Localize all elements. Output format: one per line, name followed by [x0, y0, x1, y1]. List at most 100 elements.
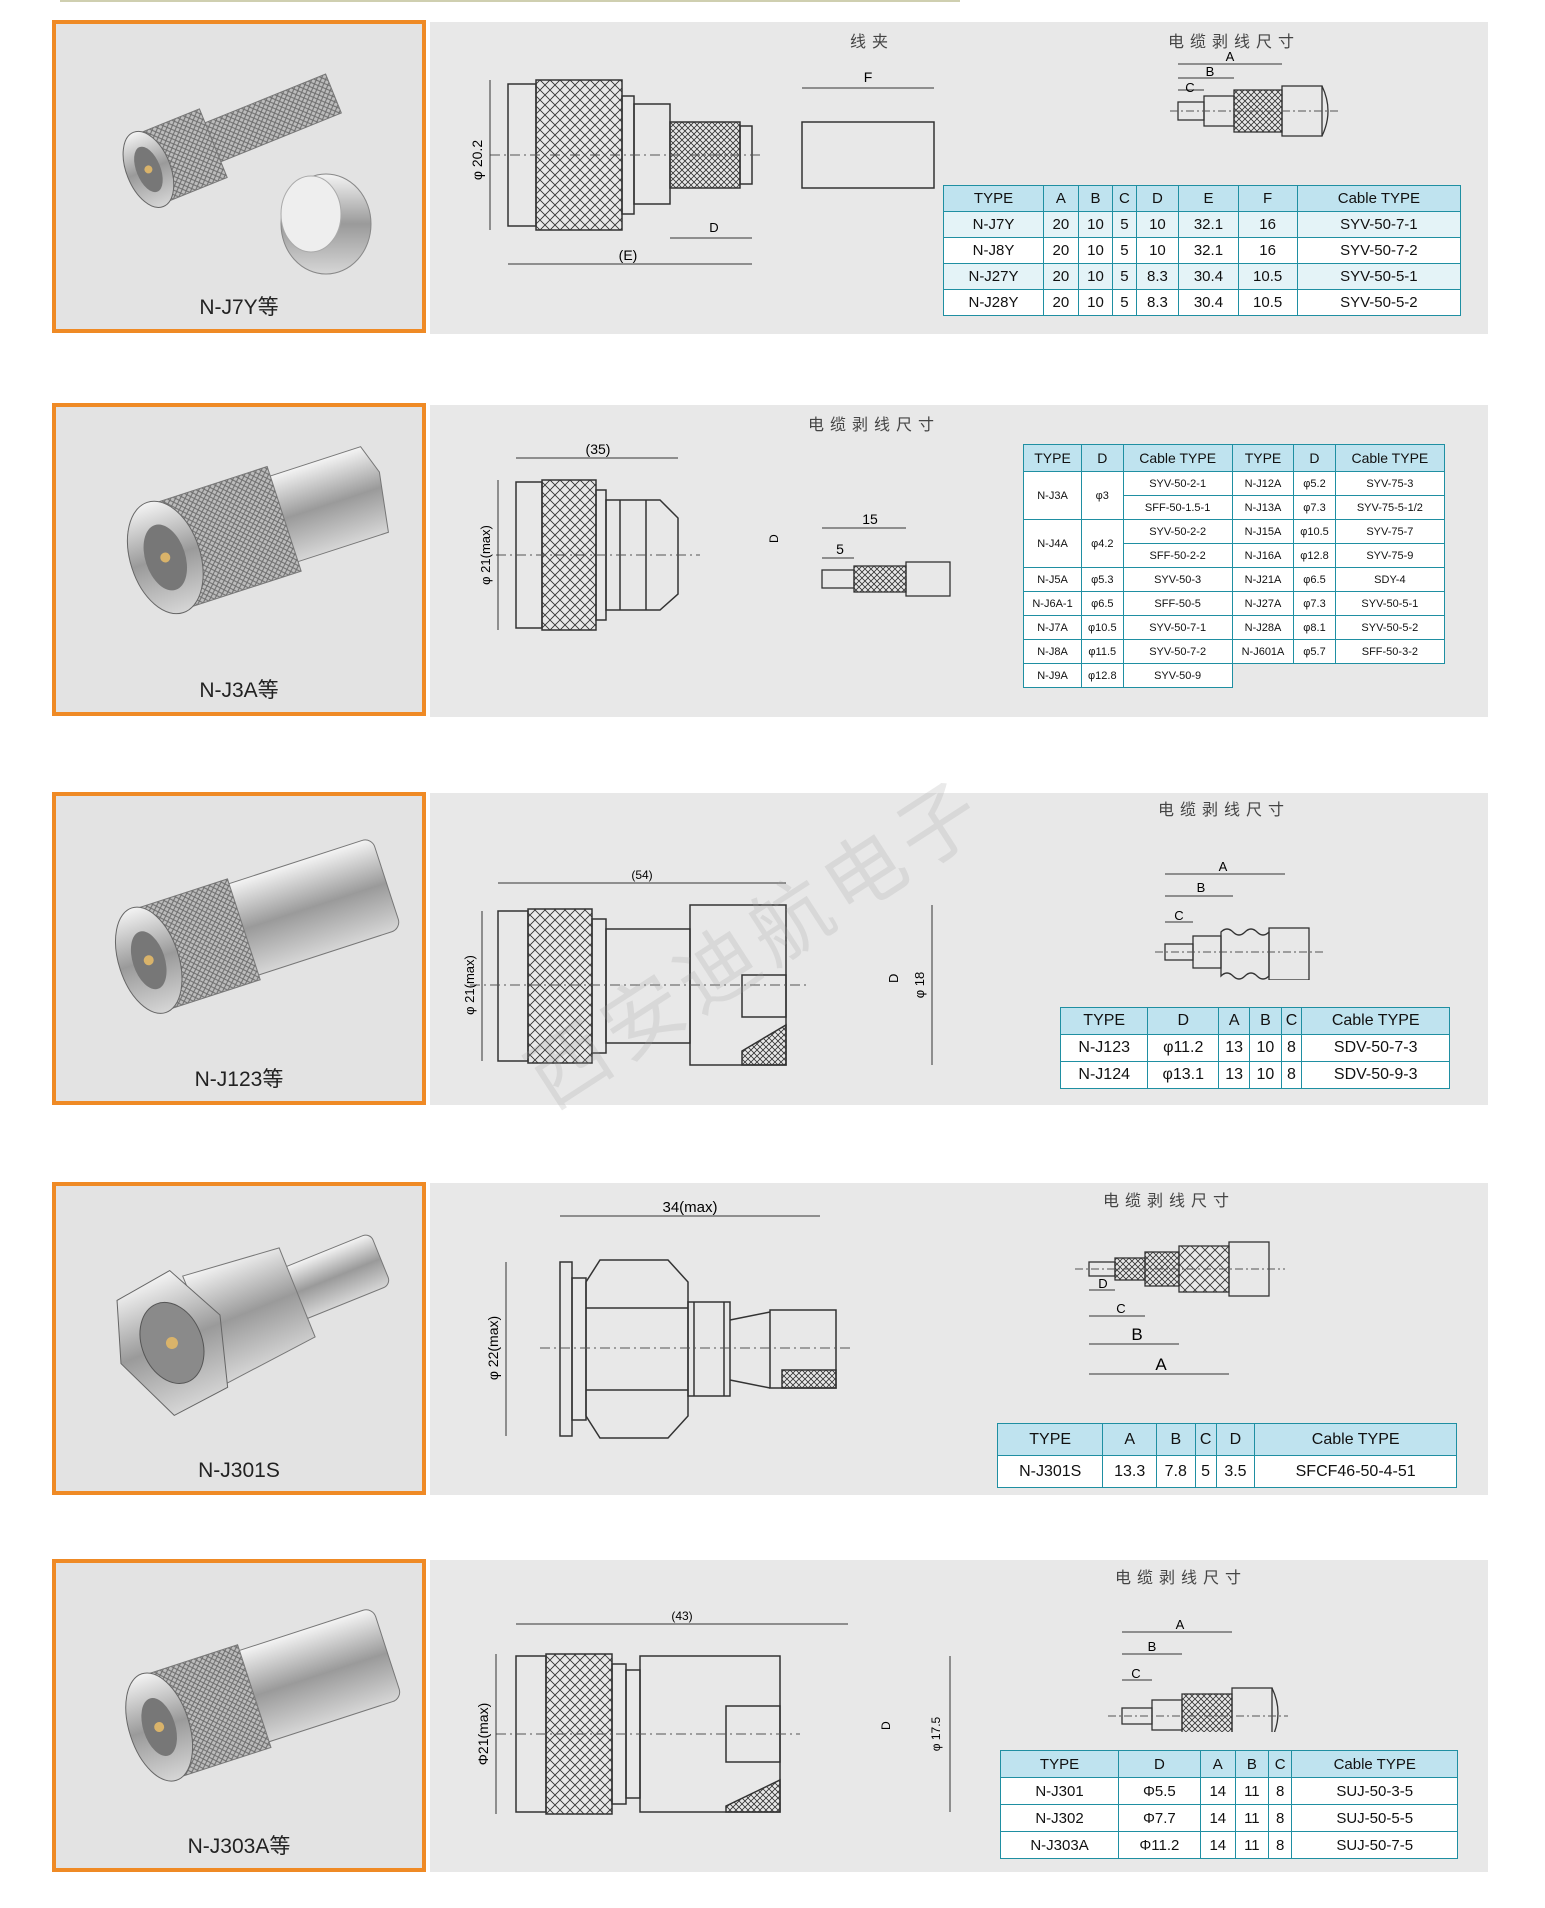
- table-cell: N-J9A: [1022, 663, 1083, 688]
- section1-strip-drawing: A B C: [1170, 50, 1340, 137]
- dim-d: D: [879, 1721, 893, 1730]
- table-header-cell: B: [1234, 1750, 1269, 1778]
- table-header-cell: Cable TYPE: [1291, 1750, 1458, 1778]
- table-header-cell: D: [1081, 444, 1124, 472]
- table-cell: 8: [1267, 1831, 1293, 1859]
- table-header-cell: Cable TYPE: [1334, 444, 1446, 472]
- dim-dia: φ 21(max): [462, 955, 477, 1015]
- table-cell: 10: [1077, 211, 1114, 238]
- strip-a: A: [1226, 50, 1235, 64]
- strip-a: A: [1155, 1355, 1167, 1374]
- table-cell: 32.1: [1178, 237, 1239, 264]
- table-cell: SYV-75-3: [1334, 471, 1446, 496]
- table-cell: SFF-50-2-2: [1122, 543, 1233, 568]
- table-cell: N-J21A: [1231, 567, 1295, 592]
- strip-b: B: [1197, 880, 1206, 895]
- table-cell: SYV-50-7-1: [1296, 211, 1462, 238]
- table-cell: φ5.7: [1293, 639, 1336, 664]
- strip-a: A: [1219, 860, 1228, 874]
- table-cell: SFF-50-1.5-1: [1122, 495, 1233, 520]
- strip-c: C: [1185, 80, 1194, 95]
- table-cell: SYV-50-5-2: [1334, 615, 1446, 640]
- table-header-cell: B: [1155, 1423, 1196, 1456]
- dim-d: D: [886, 974, 901, 983]
- table-cell: 11: [1234, 1804, 1269, 1832]
- table-cell: 5: [1112, 289, 1137, 316]
- table-cell: 7.8: [1155, 1455, 1196, 1488]
- table-cell: 10: [1077, 263, 1114, 290]
- strip-b: B: [1206, 64, 1215, 79]
- table-header-cell: TYPE: [999, 1750, 1120, 1778]
- strip-caption: 电缆剥线尺寸: [1168, 34, 1301, 51]
- product-name: N-J123等: [194, 1068, 284, 1091]
- table-cell: 14: [1199, 1831, 1236, 1859]
- section4-photo: N-J301S: [52, 1182, 426, 1495]
- table-cell: φ11.5: [1081, 639, 1124, 664]
- section5-photo: N-J303A等: [52, 1559, 426, 1872]
- table-cell: N-J6A-1: [1022, 591, 1083, 616]
- table-cell: SUJ-50-3-5: [1291, 1777, 1458, 1805]
- table-cell: N-J27A: [1231, 591, 1295, 616]
- table-cell: N-J28Y: [942, 289, 1045, 316]
- table-cell: SFCF46-50-4-51: [1254, 1455, 1457, 1488]
- table-header-cell: C: [1112, 185, 1137, 212]
- table-header-cell: C: [1267, 1750, 1293, 1778]
- table-header-cell: Cable TYPE: [1301, 1007, 1450, 1035]
- connector-image: [126, 446, 389, 615]
- table-header-cell: C: [1194, 1423, 1217, 1456]
- table-cell: 30.4: [1178, 263, 1239, 290]
- table-cell: N-J123: [1059, 1034, 1149, 1062]
- table-header-cell: D: [1135, 185, 1180, 212]
- table-cell: 14: [1199, 1804, 1236, 1832]
- table-cell: N-J601A: [1231, 639, 1295, 664]
- dim-dia2: φ 17.5: [929, 1716, 943, 1751]
- table-header-cell: A: [1218, 1007, 1251, 1035]
- section3-drawing: (54) φ 21(max) D φ 18: [462, 868, 933, 1066]
- dim-f: F: [864, 69, 873, 85]
- dim-len: (54): [631, 868, 652, 882]
- table-cell: φ13.1: [1147, 1061, 1220, 1089]
- section1-photo: N-J7Y等: [52, 20, 426, 333]
- table-header-cell: TYPE: [996, 1423, 1104, 1456]
- table-cell: SDV-50-9-3: [1301, 1061, 1450, 1089]
- strip-caption: 电缆剥线尺寸: [1158, 802, 1291, 819]
- strip-c: C: [1131, 1666, 1140, 1681]
- table-cell: φ7.3: [1293, 591, 1336, 616]
- table-cell: 13: [1218, 1061, 1251, 1089]
- top-rule: [60, 0, 960, 2]
- strip-caption: 电缆剥线尺寸: [1103, 1193, 1236, 1210]
- dim-15: 15: [862, 511, 878, 527]
- table-header-cell: Cable TYPE: [1296, 185, 1462, 212]
- table-cell: 30.4: [1178, 289, 1239, 316]
- table-cell: 5: [1194, 1455, 1217, 1488]
- table-cell: Φ7.7: [1118, 1804, 1201, 1832]
- table-cell: N-J302: [999, 1804, 1120, 1832]
- table-cell: [1232, 663, 1294, 688]
- section3-photo: N-J123等: [52, 792, 426, 1105]
- section4-strip-drawing: D C B A: [1075, 1241, 1285, 1375]
- table-cell: N-J5A: [1022, 567, 1083, 592]
- table-cell: SDV-50-7-3: [1301, 1034, 1450, 1062]
- strip-c: C: [1174, 908, 1183, 923]
- table-cell: φ7.3: [1293, 495, 1336, 520]
- table-cell: 11: [1234, 1777, 1269, 1805]
- dim-d: D: [709, 220, 718, 235]
- dim-dia: φ 20.2: [469, 140, 485, 180]
- connector-image: [125, 1609, 401, 1782]
- table-cell: 10: [1249, 1034, 1282, 1062]
- table-cell: φ12.8: [1293, 543, 1336, 568]
- dim-len: (43): [671, 1609, 692, 1623]
- table-header-cell: A: [1102, 1423, 1157, 1456]
- table-cell: φ6.5: [1081, 591, 1124, 616]
